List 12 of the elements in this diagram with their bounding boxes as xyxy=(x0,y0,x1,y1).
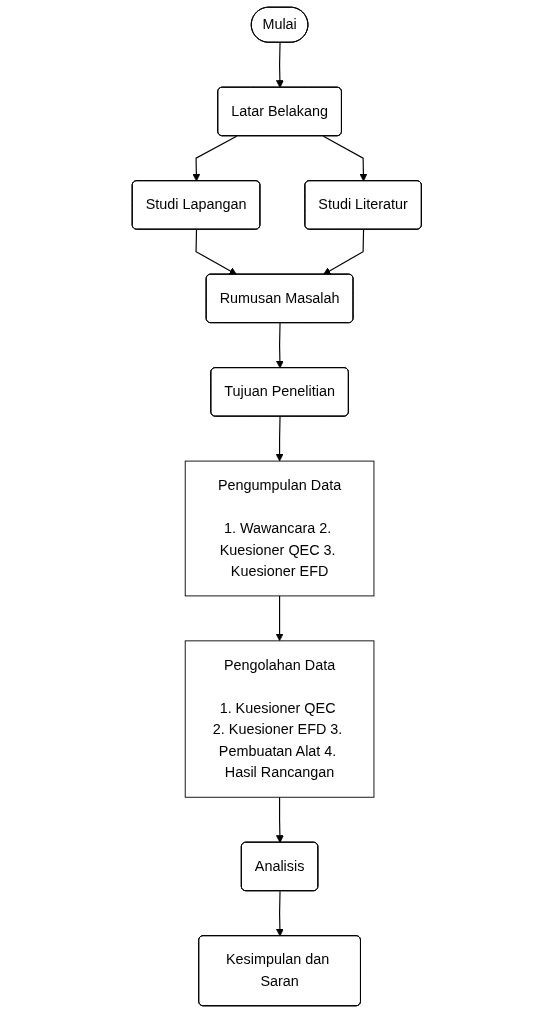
arrow xyxy=(275,595,284,642)
arrow xyxy=(276,796,285,843)
arrow xyxy=(195,229,238,275)
arrow xyxy=(275,416,284,462)
arrow xyxy=(276,42,285,88)
node-box: Pengumpulan Data 1. Wawancara 2. Kuesioner QEC 3. Kuesioner EFD xyxy=(185,460,375,597)
arrow xyxy=(323,135,368,182)
arrow xyxy=(192,135,238,182)
arrow xyxy=(323,229,365,275)
node-box: Pengolahan Data 1. Kuesioner QEC 2. Kuesioner EFD 3. Pembuatan Alat 4. Hasil Rancangan xyxy=(185,640,375,798)
arrow xyxy=(276,322,285,369)
arrow xyxy=(276,890,285,937)
